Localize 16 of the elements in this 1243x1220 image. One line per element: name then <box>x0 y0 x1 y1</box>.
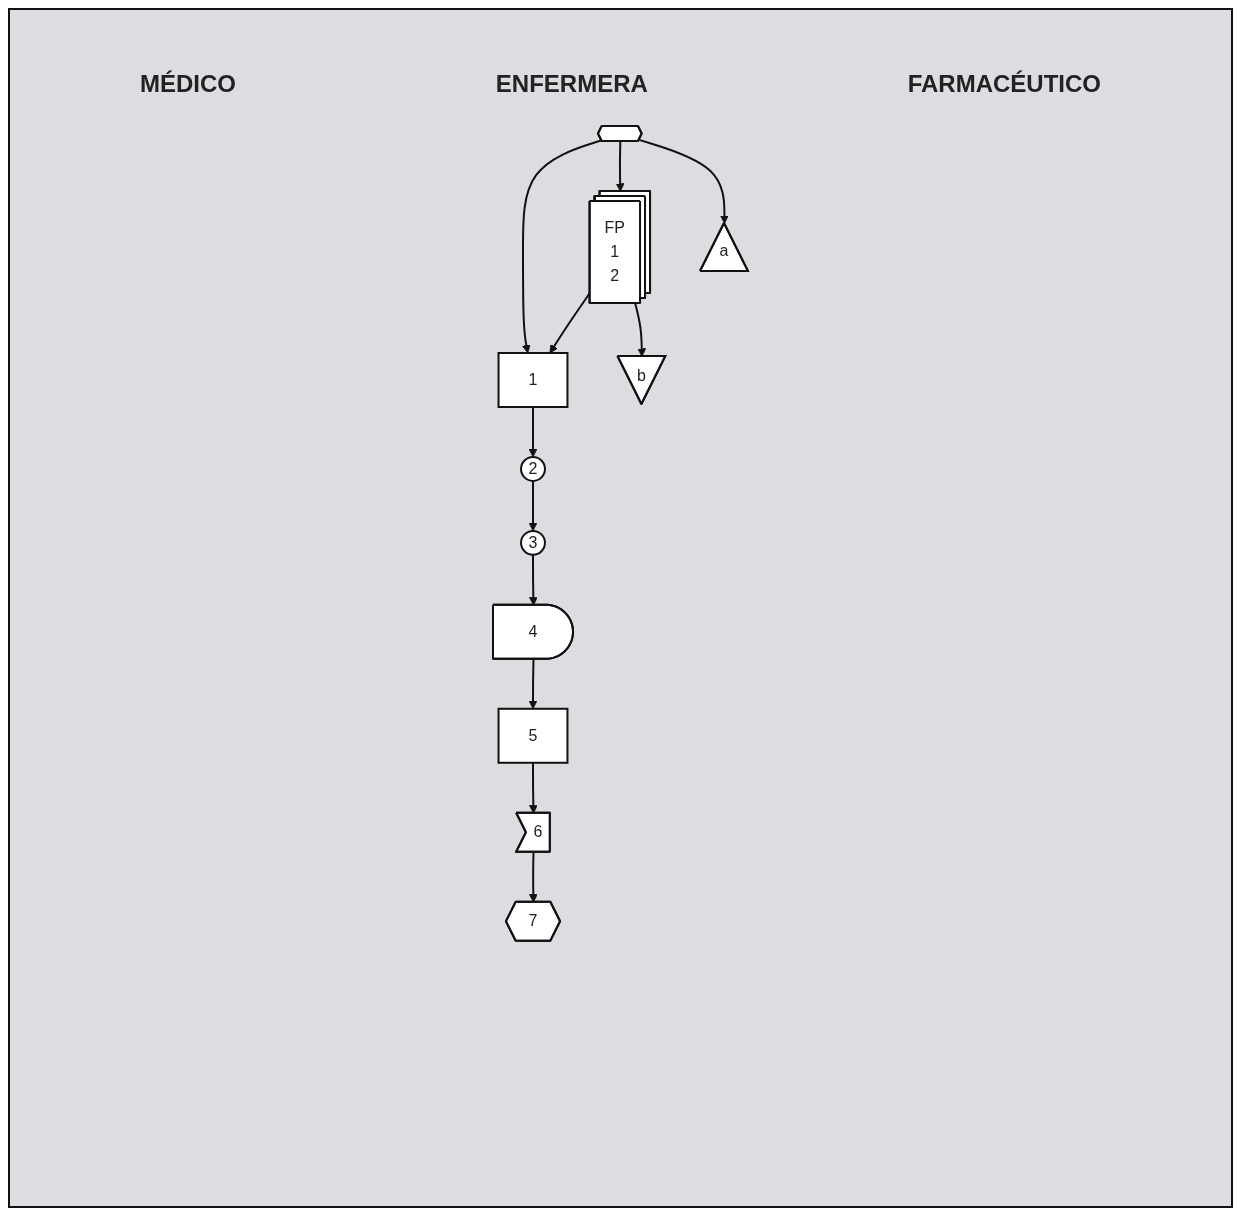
node-circle: 3 <box>520 529 546 556</box>
arrow <box>528 851 538 903</box>
arrow <box>528 479 538 532</box>
column-heading: ENFERMERA <box>495 70 648 98</box>
column-heading: FARMACÉUTICO <box>907 70 1102 98</box>
arrow <box>522 139 603 354</box>
arrow <box>528 406 538 458</box>
node-circle: 2 <box>520 456 546 482</box>
arrow <box>528 658 538 710</box>
arrow <box>634 302 647 357</box>
arrow <box>638 138 729 224</box>
arrow <box>615 140 625 192</box>
node-box: 5 <box>497 707 569 764</box>
column-heading: MÉDICO <box>139 70 236 98</box>
node-box: 1 <box>497 352 569 408</box>
arrow <box>528 553 538 606</box>
